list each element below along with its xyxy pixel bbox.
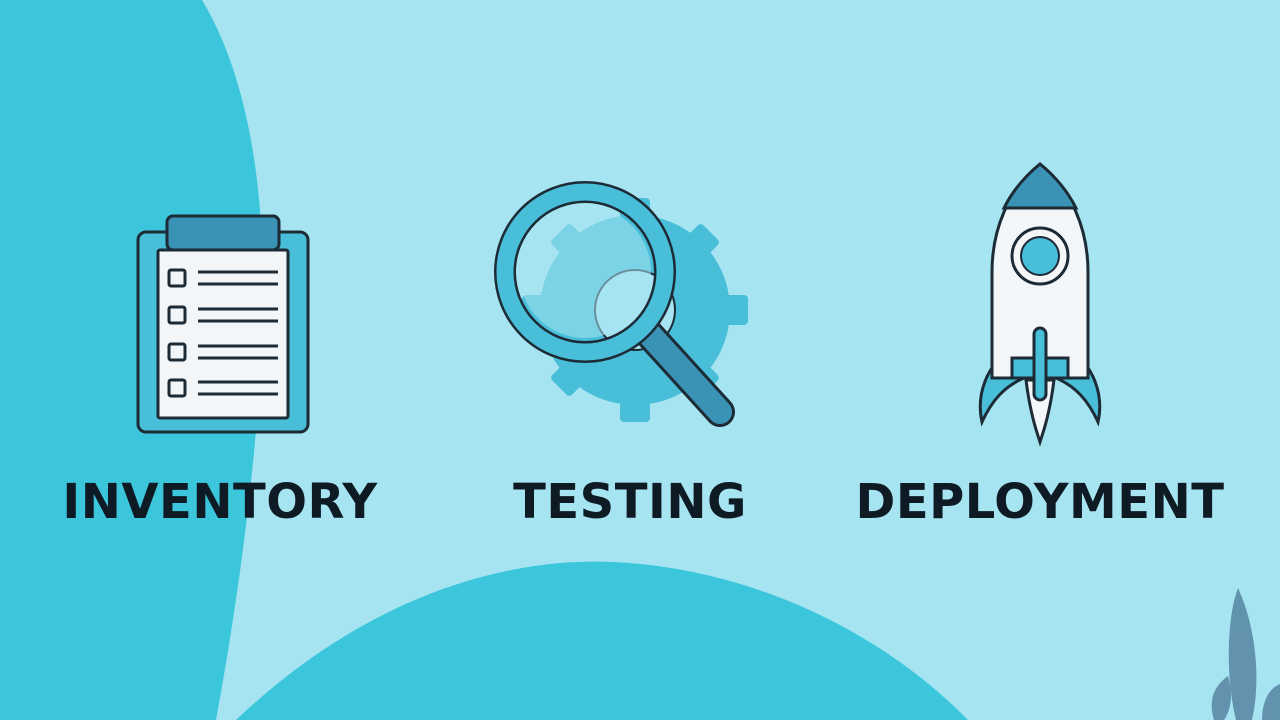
left-blob-shape	[0, 0, 264, 720]
step-testing: TESTING	[430, 150, 830, 550]
step-deployment: DEPLOYMENT	[840, 150, 1240, 550]
step-label-deployment: DEPLOYMENT	[855, 474, 1225, 530]
clipboard-checklist-icon	[136, 214, 310, 434]
step-label-inventory: INVENTORY	[62, 474, 378, 530]
step-label-testing: TESTING	[513, 474, 747, 530]
magnifier-icon	[494, 181, 735, 427]
leaf-plant-icon	[1211, 588, 1280, 720]
rocket-icon	[978, 162, 1102, 447]
step-inventory: INVENTORY	[20, 150, 420, 550]
magnifier-gear-icon	[494, 181, 748, 427]
bottom-blob-shape	[236, 561, 968, 720]
